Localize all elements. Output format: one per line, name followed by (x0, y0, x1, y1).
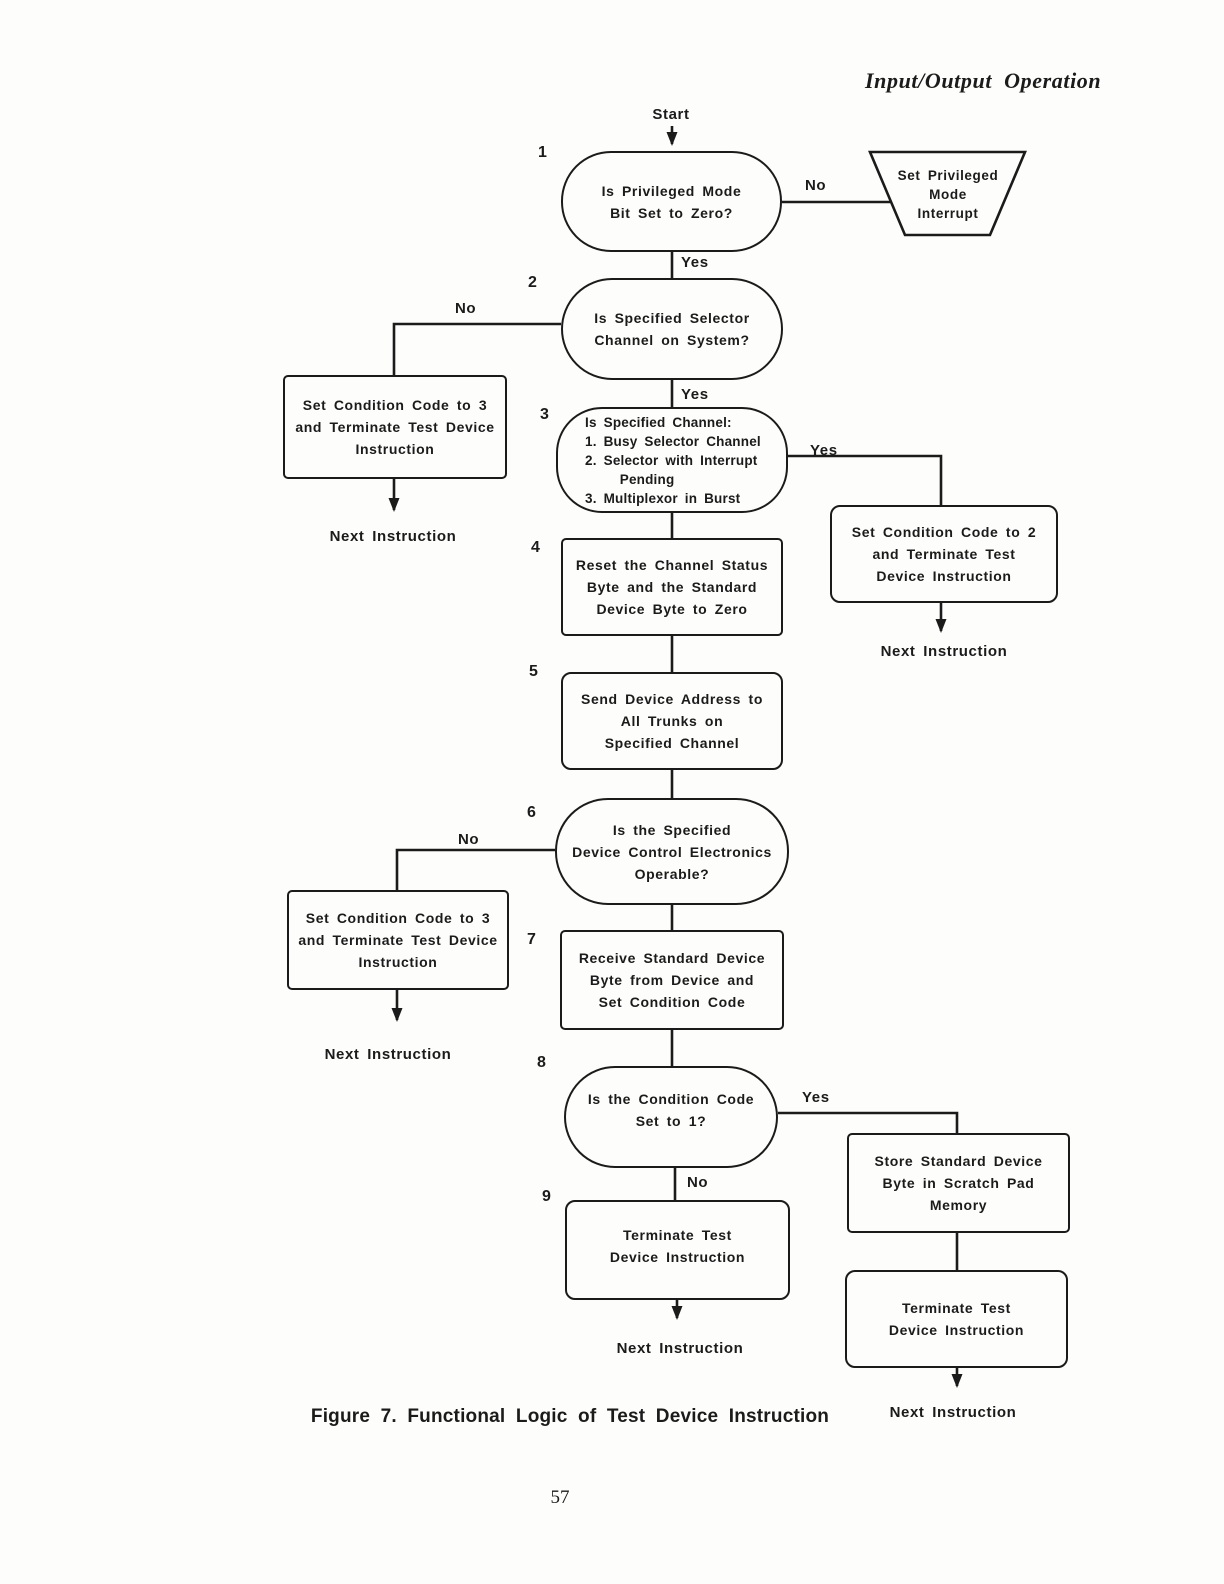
next-instruction-label-3: Next Instruction (324, 1046, 452, 1063)
edge-label-no-8: No (687, 1174, 709, 1191)
node-9-text: Terminate Test Device Instruction (609, 1227, 746, 1265)
node-4-reset-status-byte: Reset the Channel Status Byte and the St… (561, 538, 783, 636)
edge-label-yes-2: Yes (681, 386, 709, 403)
node-8-number: 8 (537, 1054, 546, 1071)
next-instruction-label-2: Next Instruction (880, 643, 1008, 660)
node-set-cc2-text: Set Condition Code to 2 and Terminate Te… (851, 524, 1037, 584)
page-header: Input/Output Operation (865, 68, 1102, 93)
node-5-send-device-address: Send Device Address to All Trunks on Spe… (561, 672, 783, 770)
node-terminate-b-text: Terminate Test Device Instruction (888, 1300, 1025, 1338)
interrupt-trapezoid-shape (868, 150, 1027, 237)
node-7-number: 7 (527, 931, 536, 948)
node-4-text: Reset the Channel Status Byte and the St… (575, 557, 769, 617)
node-2-decision-selector-channel: Is Specified Selector Channel on System? (561, 278, 783, 380)
node-3-number: 3 (540, 406, 549, 423)
node-1-text: Is Privileged Mode Bit Set to Zero? (601, 182, 742, 221)
node-4-number: 4 (531, 539, 540, 556)
node-set-cc3-b: Set Condition Code to 3 and Terminate Te… (287, 890, 509, 990)
next-instruction-label-5: Next Instruction (889, 1404, 1017, 1421)
node-9-number: 9 (542, 1188, 551, 1205)
node-1-decision-privileged-mode: Is Privileged Mode Bit Set to Zero? (561, 151, 782, 252)
node-3-text: Is Specified Channel: 1. Busy Selector C… (585, 414, 761, 506)
node-8-decision-condition-code: Is the Condition Code Set to 1? (564, 1066, 778, 1168)
node-2-text: Is Specified Selector Channel on System? (594, 310, 750, 348)
edge-label-yes-3: Yes (810, 442, 838, 459)
node-9-terminate-instruction: Terminate Test Device Instruction (565, 1200, 790, 1300)
edge-label-no-2: No (455, 300, 477, 317)
node-5-text: Send Device Address to All Trunks on Spe… (581, 691, 763, 751)
edge-label-yes-8: Yes (802, 1089, 830, 1106)
next-instruction-label-4: Next Instruction (616, 1340, 744, 1357)
node-terminate-instruction-b: Terminate Test Device Instruction (845, 1270, 1068, 1368)
edge-label-yes-1: Yes (681, 254, 709, 271)
node-6-text: Is the Specified Device Control Electron… (572, 821, 772, 882)
node-set-cc3-b-text: Set Condition Code to 3 and Terminate Te… (298, 910, 498, 970)
node-set-cc3-a-text: Set Condition Code to 3 and Terminate Te… (295, 397, 495, 457)
node-interrupt-trapezoid: Set Privileged Mode Interrupt (878, 160, 1018, 228)
node-2-number: 2 (528, 274, 537, 291)
edge-n8-yes-to-store (778, 1111, 959, 1133)
edge-n6-no-to-cc3b (395, 848, 555, 890)
start-label: Start (652, 106, 690, 123)
node-3-decision-channel-busy: Is Specified Channel: 1. Busy Selector C… (556, 407, 788, 513)
node-store-device-byte: Store Standard Device Byte in Scratch Pa… (847, 1133, 1070, 1233)
page-number: 57 (550, 1487, 570, 1508)
node-set-cc2: Set Condition Code to 2 and Terminate Te… (830, 505, 1058, 603)
node-6-number: 6 (527, 804, 536, 821)
edge-n2-no-to-cc3a (392, 322, 561, 375)
interrupt-text: Set Privileged Mode Interrupt (897, 167, 999, 221)
next-instruction-label-1: Next Instruction (329, 528, 457, 545)
node-8-text: Is the Condition Code Set to 1? (587, 1091, 755, 1129)
node-store-text: Store Standard Device Byte in Scratch Pa… (874, 1153, 1043, 1213)
node-7-text: Receive Standard Device Byte from Device… (578, 950, 766, 1010)
node-7-receive-device-byte: Receive Standard Device Byte from Device… (560, 930, 784, 1030)
node-6-decision-electronics-operable: Is the Specified Device Control Electron… (555, 798, 789, 905)
node-1-number: 1 (538, 144, 547, 161)
figure-caption: Figure 7. Functional Logic of Test Devic… (310, 1406, 830, 1427)
edge-label-no-1: No (805, 177, 827, 194)
edge-n3-yes-to-cc2 (788, 454, 943, 505)
edge-label-no-6: No (458, 831, 480, 848)
node-set-cc3-a: Set Condition Code to 3 and Terminate Te… (283, 375, 507, 479)
node-5-number: 5 (529, 663, 538, 680)
